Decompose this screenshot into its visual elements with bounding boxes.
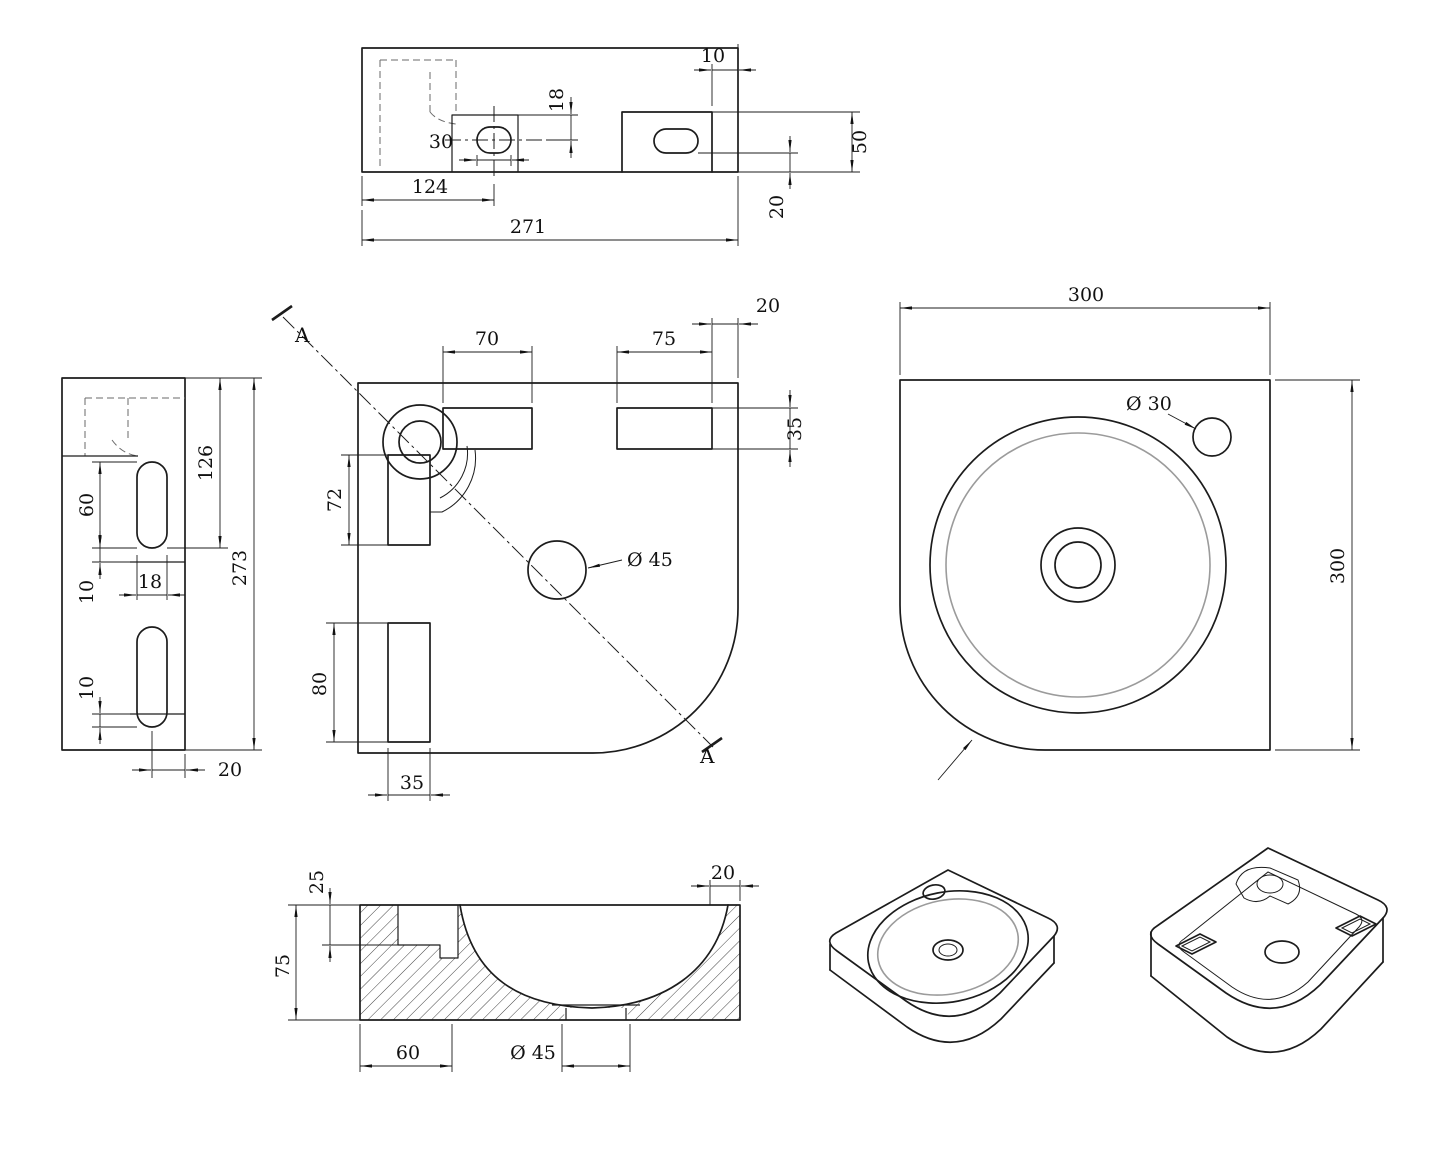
dim-front-10: 10 xyxy=(701,45,725,67)
iso-bottom-view xyxy=(1149,847,1388,1054)
basin-plan-outline xyxy=(357,382,739,754)
dim-plan-70: 70 xyxy=(475,328,499,350)
overflow-notch xyxy=(397,905,459,959)
recess-top-left xyxy=(442,407,533,450)
dim-top-300-width: 300 xyxy=(1068,284,1104,306)
drain-hole-circle xyxy=(527,540,587,600)
iso-bottom-drain-ellipse xyxy=(1264,940,1300,964)
tap-hole-circle xyxy=(1192,417,1232,457)
plan-view: A A 20 70 75 35 72 Ø 45 xyxy=(271,295,806,801)
corner-leader xyxy=(937,739,973,781)
iso-bottom-wall-edges xyxy=(1150,917,1384,977)
side-view: 60 126 10 18 273 10 20 xyxy=(61,377,262,781)
dim-side-20: 20 xyxy=(218,759,242,781)
hidden-side-lines xyxy=(84,397,185,457)
iso-slot-left xyxy=(1175,933,1217,955)
iso-corner-post-cavity xyxy=(1235,866,1301,905)
section-label-start: A xyxy=(294,323,310,347)
hatch-region xyxy=(360,905,740,1020)
fixing-hole-block-right xyxy=(621,111,713,173)
tap-hole-inner-circle xyxy=(398,420,442,464)
recess-left-upper xyxy=(387,454,431,546)
basin-side-outline xyxy=(61,377,186,751)
dim-plan-35-right: 35 xyxy=(784,417,806,441)
dim-section-60: 60 xyxy=(396,1042,420,1064)
drain-outer-circle xyxy=(1040,527,1116,603)
dim-front-18: 18 xyxy=(546,88,568,112)
section-outer-profile xyxy=(359,904,741,1021)
iso-top-wall-edges xyxy=(829,935,1055,971)
iso-bowl-ellipse xyxy=(866,889,1030,1005)
section-line-a-a xyxy=(282,316,714,748)
iso-corner-boss xyxy=(1256,874,1284,894)
recess-left-lower xyxy=(387,622,431,743)
dim-side-60: 60 xyxy=(76,493,98,517)
iso-slot-left-inner xyxy=(1180,936,1212,952)
drain-inner-circle xyxy=(1054,541,1102,589)
dim-section-75: 75 xyxy=(272,954,294,978)
iso-top-face xyxy=(828,869,1059,1018)
basin-front-outline xyxy=(361,47,739,173)
iso-drain-inner-ellipse xyxy=(938,943,958,957)
iso-drain-ellipse xyxy=(932,939,964,961)
dim-front-20: 20 xyxy=(766,195,788,219)
dim-front-271: 271 xyxy=(510,216,546,238)
drain-section-lines xyxy=(552,1004,640,1020)
dim-plan-dia45: Ø 45 xyxy=(627,549,673,571)
dim-plan-35-bottom: 35 xyxy=(400,772,424,794)
section-line-end-marks xyxy=(271,304,723,754)
bowl-rim-circle xyxy=(945,432,1211,698)
iso-slot-right xyxy=(1335,915,1377,937)
slot-centerlines xyxy=(445,106,548,180)
front-view: 10 18 30 124 271 50 20 xyxy=(361,44,871,246)
dim-plan-75: 75 xyxy=(652,328,676,350)
dia30-leader xyxy=(1167,413,1197,430)
iso-top-view xyxy=(828,869,1059,1044)
dim-section-20: 20 xyxy=(711,862,735,884)
iso-slot-right-inner xyxy=(1340,918,1372,934)
recess-top-right xyxy=(616,407,713,450)
dim-plan-80: 80 xyxy=(309,672,331,696)
dim-side-126: 126 xyxy=(195,445,217,481)
dim-section-25: 25 xyxy=(306,870,328,894)
tap-block-outline xyxy=(451,114,519,172)
dim-plan-20: 20 xyxy=(756,295,780,317)
section-view: 25 75 20 60 Ø 45 xyxy=(272,862,759,1072)
dim-side-18: 18 xyxy=(138,571,162,593)
basin-top-outline xyxy=(899,379,1271,751)
hidden-corner-lines xyxy=(379,59,457,170)
tap-hole-outer-circle xyxy=(382,404,458,480)
dim-top-dia30: Ø 30 xyxy=(1126,393,1172,415)
section-label-end: A xyxy=(699,744,715,768)
dim-side-10-lower: 10 xyxy=(76,676,98,700)
side-internal-lines xyxy=(62,455,185,715)
fixing-slot-side-upper xyxy=(136,461,168,549)
dim-top-300-height: 300 xyxy=(1327,548,1349,584)
overflow-arc xyxy=(430,445,477,513)
iso-tap-hole-ellipse xyxy=(922,883,946,901)
iso-bottom-bottom-edge xyxy=(1150,961,1384,1054)
dim-front-50: 50 xyxy=(849,130,871,154)
dim-plan-72: 72 xyxy=(324,488,346,512)
bowl-outer-circle xyxy=(929,416,1227,714)
dim-section-dia45: Ø 45 xyxy=(510,1042,556,1064)
dim-front-124: 124 xyxy=(412,176,448,198)
dim-front-30: 30 xyxy=(429,131,453,153)
bowl-section-curve xyxy=(459,904,729,1009)
fixing-slot-side-lower xyxy=(136,626,168,728)
top-view: Ø 30 300 300 xyxy=(899,284,1360,781)
fixing-slot-front-right xyxy=(653,128,699,154)
iso-top-bottom-edge xyxy=(829,962,1055,1044)
dim-side-273: 273 xyxy=(229,550,251,586)
iso-bowl-rim-ellipse xyxy=(876,898,1020,996)
dim-side-10-upper: 10 xyxy=(76,580,98,604)
